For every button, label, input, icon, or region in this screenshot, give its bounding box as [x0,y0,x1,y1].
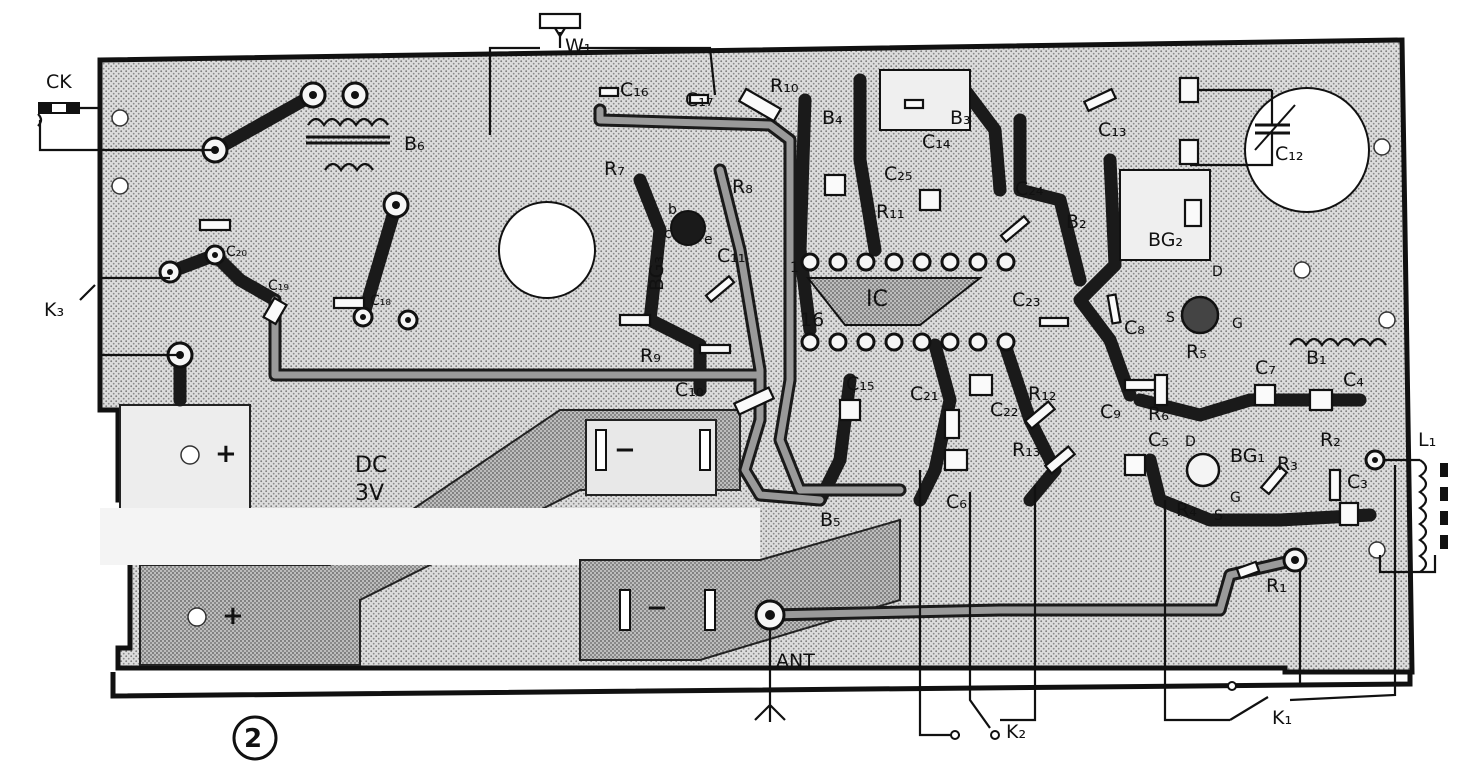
capacitor-c13-label: C₁₃ [1098,119,1127,141]
capacitor-c15-label: C₁₅ [846,373,875,395]
transistor-bg1-pin-s: S [1214,508,1223,524]
ic-label: IC [866,287,888,312]
capacitor-c10-label: C₁₀ [675,379,704,401]
resistor-r8-label: R₈ [732,176,753,198]
resistor-r12-label: R₁₂ [1028,383,1056,405]
transistor-bg2-pin-g: G [1232,316,1243,332]
capacitor-c14-label: C₁₄ [922,131,951,153]
switch-k2 [918,470,1037,737]
component-bodies [198,76,1360,580]
transformer-b6-label: B₆ [404,133,425,155]
switch-k2-label: K₂ [1006,721,1026,743]
jack-ck-label: CK [46,71,72,93]
variable-capacitor-c12 [1190,88,1296,167]
transistor-bg1-pin-d: D [1185,434,1196,450]
resistor-r10-label: R₁₀ [770,75,798,97]
transformer-b2-label: B₂ [1066,211,1087,233]
resistor-r9-label: R₉ [640,345,661,367]
transformer-b6 [306,117,390,172]
transistor-bg1-pin-g: G [1230,490,1241,506]
switch-k1-label: K₁ [1272,707,1292,729]
capacitor-c9-label: C₉ [1100,401,1121,423]
battery-minus-top: − [614,435,636,465]
switch-k1 [1163,465,1397,722]
inductor-l1-label: L₁ [1418,429,1436,451]
mounting-holes [111,87,1396,627]
transformer-b1-label: B₁ [1306,347,1327,369]
capacitor-c16-label: C₁₆ [620,79,649,101]
transistor-bg3-pin-b: b [668,202,677,218]
transistor-bg3-pin-c: c [664,226,672,242]
svg-text:2: 2 [244,724,262,754]
resistor-r2-label: R₂ [1320,429,1341,451]
antenna-label: ANT [776,650,815,672]
capacitor-c11-label: C₁₁ [717,245,746,267]
antenna-symbol [754,630,786,722]
solder-pads [158,81,1386,631]
power-voltage-label: 3V [355,481,384,506]
pcb-bottom-edge [110,672,1413,699]
resistor-r1-label: R₁ [1266,575,1287,597]
transistor-bg2-label: BG₂ [1148,229,1183,251]
resistor-r11-label: R₁₁ [876,201,904,223]
ic-pin1-label: 1 [790,260,799,276]
resistor-r3-label: R₃ [1277,453,1298,475]
external-wiring [37,12,1397,740]
switch-k3 [79,276,180,357]
potentiometer-w1 [538,12,582,30]
resistor-r4-label: R₄ [1176,499,1197,521]
transistor-bg2 [1180,295,1220,335]
capacitor-c12-label: C₁₂ [1275,143,1304,165]
transformer-b5-label: B₅ [820,509,841,531]
capacitor-c25-label: C₂₅ [884,163,913,185]
capacitor-c20-label: C₂₀ [226,244,247,260]
transistor-bg3-pin-e: e [704,232,713,248]
potentiometer-w1-label: W₁ [565,35,591,57]
battery-minus-bottom: − [646,593,668,623]
transformer-b1 [1289,337,1387,347]
resistor-r13-label: R₁₃ [1012,439,1040,461]
capacitor-c6-label: C₆ [946,491,967,513]
inductor-l1 [1378,458,1448,574]
resistor-r7-label: R₇ [604,158,625,180]
transistor-bg1 [1185,452,1221,488]
capacitor-c21-label: C₂₁ [910,383,939,405]
battery-contact-area [100,404,901,666]
capacitor-c3-label: C₃ [1347,471,1368,493]
capacitor-c4-label: C₄ [1343,369,1364,391]
battery-plus-bottom: + [222,601,244,631]
capacitor-c5-label: C₅ [1148,429,1169,451]
transistor-bg3 [670,210,706,246]
power-dc-label: DC [355,453,387,478]
capacitor-c7-label: C₇ [1255,357,1276,379]
copper-traces [163,73,1377,622]
capacitor-c18-label: C₁₈ [370,293,391,309]
transistor-bg2-pin-d: D [1212,264,1223,280]
resistor-r6-label: R₆ [1148,403,1169,425]
transformer-b4-label: B₄ [822,107,843,129]
resistor-r5-label: R₅ [1186,341,1207,363]
transistor-bg1-label: BG₁ [1230,445,1265,467]
capacitor-c23-label: C₂₃ [1012,289,1041,311]
capacitor-c24-label: C₂₄ [1015,178,1044,200]
capacitor-c19-label: C₁₉ [268,278,289,294]
switch-k3-label: K₃ [44,299,64,321]
transistor-bg2-pin-s: S [1166,310,1175,326]
capacitor-c17-label: C₁₇ [685,89,714,111]
ic-pin16-label: 16 [800,309,824,331]
figure-number: 2 [232,715,278,761]
transformer-b3 [879,69,971,131]
capacitor-c22-label: C₂₂ [990,399,1019,421]
transistor-bg3-label: BG₃ [646,256,668,291]
ic-chip [800,252,1016,352]
transformer-b3-label: B₃ [950,107,971,129]
battery-plus-top: + [215,439,237,469]
capacitor-c8-label: C₈ [1124,317,1145,339]
